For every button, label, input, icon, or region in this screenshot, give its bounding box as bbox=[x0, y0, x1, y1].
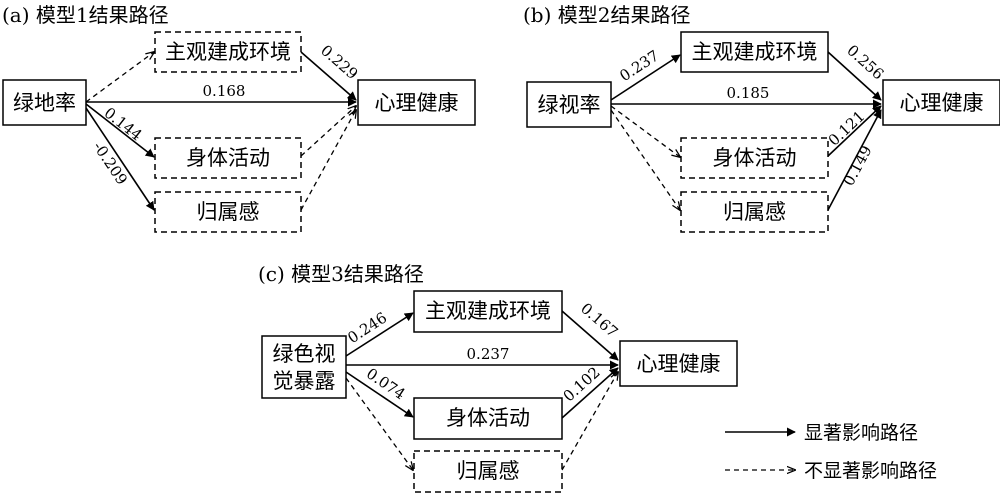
panel-a-source-label: 绿地率 bbox=[13, 91, 76, 115]
panel-c-mediator-2-box bbox=[413, 397, 563, 440]
panel-a-arrow-src-m1 bbox=[85, 52, 154, 103]
panel-b-coef-src-m1: 0.237 bbox=[616, 47, 662, 85]
panel-c-arrow-m1-out bbox=[561, 310, 619, 361]
panel-c-source-box bbox=[261, 335, 347, 399]
panel-a-outcome-box bbox=[357, 79, 476, 126]
panel-b-coef-src-out: 0.185 bbox=[727, 84, 770, 102]
panel-b-coef-m3-out: 0.149 bbox=[840, 142, 876, 188]
panel-b-mediator-3-label: 归属感 bbox=[723, 200, 786, 224]
panel-a-mediator-1-label: 主观建成环境 bbox=[165, 40, 291, 64]
panel-a-mediator-3-box bbox=[154, 191, 302, 233]
panel-c-arrow-m3-out bbox=[561, 372, 618, 471]
legend: 显著影响路径 不显著影响路径 bbox=[725, 422, 937, 482]
panel-b-arrow-m2-out bbox=[827, 105, 882, 157]
panel-c-outcome-box bbox=[619, 340, 738, 387]
panel-c-outcome-label: 心理健康 bbox=[637, 352, 721, 376]
panel-c-mediator-1-label: 主观建成环境 bbox=[425, 299, 551, 323]
panel-c-source-label-line2: 觉暴露 bbox=[273, 369, 336, 393]
panel-a-coef-src-m2: 0.144 bbox=[101, 104, 146, 145]
panel-c-coef-src-m1: 0.246 bbox=[344, 309, 390, 347]
panel-a-outcome-label: 心理健康 bbox=[375, 91, 459, 115]
panel-b-outcome-label: 心理健康 bbox=[900, 91, 984, 115]
panel-a-arrow-m3-out bbox=[300, 110, 356, 211]
panel-c-title: (c) 模型3结果路径 bbox=[258, 262, 424, 286]
panel-b-mediator-3-box bbox=[680, 191, 829, 233]
panel-c-mediator-2-label: 身体活动 bbox=[446, 406, 530, 430]
panel-a-mediator-2-box bbox=[154, 137, 302, 179]
panel-c-coef-src-m2: 0.074 bbox=[363, 364, 409, 403]
panel-b-arrow-m3-out bbox=[827, 109, 882, 211]
panel-c: (c) 模型3结果路径 绿色视 觉暴露 主观建成环境 身体活动 归属感 心理健康… bbox=[258, 262, 738, 493]
panel-b-arrow-src-m3 bbox=[610, 109, 680, 210]
panel-a-source-box bbox=[2, 79, 87, 126]
panel-a-arrow-m1-out bbox=[300, 51, 357, 101]
panel-a-mediator-1-box bbox=[154, 31, 302, 73]
panel-b-arrow-src-m2 bbox=[610, 105, 680, 157]
panel-b-arrow-m1-out bbox=[827, 51, 882, 101]
legend-significant-label: 显著影响路径 bbox=[804, 422, 918, 444]
panel-b-title: (b) 模型2结果路径 bbox=[523, 3, 691, 27]
panel-c-source-label-line1: 绿色视 bbox=[273, 342, 336, 366]
panel-c-mediator-3-box bbox=[413, 450, 563, 493]
panel-a-arrow-src-m3 bbox=[85, 107, 155, 211]
panel-c-arrow-src-m2 bbox=[345, 371, 414, 418]
legend-not-significant-label: 不显著影响路径 bbox=[804, 460, 937, 482]
panel-b-coef-m2-out: 0.121 bbox=[825, 107, 869, 149]
panel-b-source-label: 绿视率 bbox=[538, 93, 601, 117]
panel-b-outcome-box bbox=[882, 79, 1000, 126]
panel-c-coef-m1-out: 0.167 bbox=[577, 299, 621, 341]
panel-a-coef-m1-out: 0.229 bbox=[317, 41, 361, 83]
panel-a-arrow-src-m2 bbox=[85, 103, 155, 158]
panel-c-mediator-3-label: 归属感 bbox=[457, 459, 520, 483]
panel-a-mediator-2-label: 身体活动 bbox=[186, 146, 270, 170]
panel-c-arrow-src-m3 bbox=[345, 377, 413, 470]
panel-c-coef-src-out: 0.237 bbox=[467, 345, 510, 363]
panel-b-coef-m1-out: 0.256 bbox=[843, 41, 887, 83]
panel-c-arrow-src-m1 bbox=[345, 312, 414, 357]
panel-a-coef-src-m3: -0.209 bbox=[89, 138, 131, 188]
panel-a-arrow-m2-out bbox=[300, 106, 356, 157]
panel-b-arrow-src-m1 bbox=[610, 54, 681, 101]
panel-a-title: (a) 模型1结果路径 bbox=[2, 3, 169, 27]
panel-a-coef-src-out: 0.168 bbox=[203, 82, 246, 100]
panel-b-mediator-1-label: 主观建成环境 bbox=[692, 40, 818, 64]
panel-a-mediator-3-label: 归属感 bbox=[197, 200, 260, 224]
panel-c-coef-m2-out: 0.102 bbox=[560, 363, 604, 405]
panel-b: (b) 模型2结果路径 绿视率 主观建成环境 身体活动 归属感 心理健康 0.2… bbox=[523, 3, 1000, 233]
panel-b-source-box bbox=[526, 81, 612, 128]
panel-c-arrow-m2-out bbox=[561, 367, 619, 419]
panel-a: (a) 模型1结果路径 绿地率 主观建成环境 身体活动 归属感 心理健康 0.1… bbox=[2, 3, 476, 233]
panel-b-mediator-2-label: 身体活动 bbox=[713, 146, 797, 170]
